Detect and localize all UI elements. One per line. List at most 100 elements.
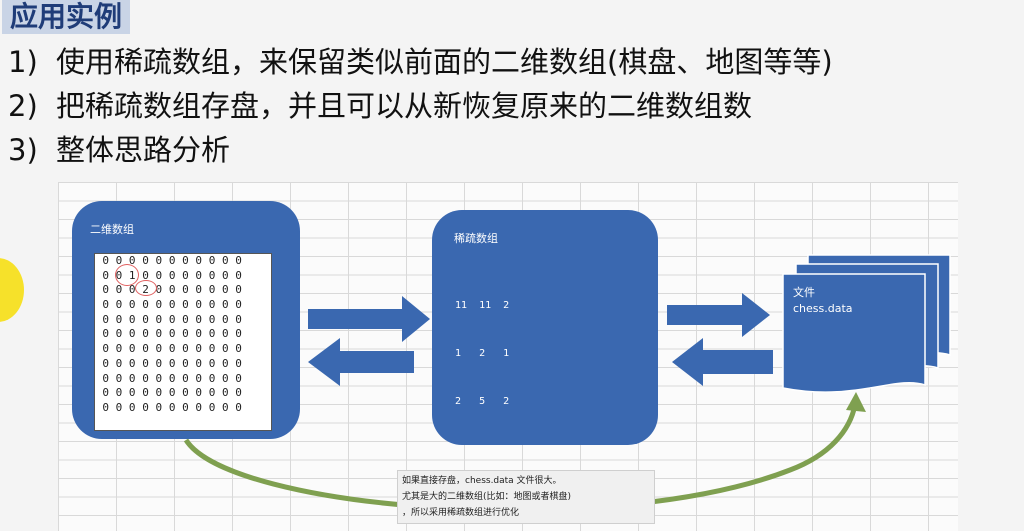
matrix-cell: 0 (102, 386, 109, 400)
matrix-cell: 0 (102, 371, 109, 385)
matrix-cell: 0 (168, 254, 176, 267)
matrix-cell: 0 (115, 400, 123, 414)
matrix-cell: 0 (155, 371, 163, 385)
matrix-cell: 0 (235, 254, 242, 267)
matrix-cell: 0 (182, 254, 189, 267)
matrix-cell: 0 (195, 386, 203, 400)
matrix-cell: 0 (168, 386, 176, 400)
matrix-cell: 0 (222, 371, 229, 385)
matrix-cell: 0 (208, 327, 216, 341)
matrix-cell: 0 (195, 400, 203, 414)
matrix-cell: 0 (142, 312, 149, 326)
list-item-3: 3) 整体思路分析 (8, 132, 230, 168)
matrix-cell: 0 (235, 283, 242, 297)
note-box: 如果直接存盘，chess.data 文件很大。 尤其是大的二维数组(比如：地图或… (397, 470, 655, 524)
matrix-cell: 0 (182, 312, 189, 326)
matrix-cell: 0 (128, 386, 136, 400)
matrix-cell: 0 (182, 327, 189, 341)
page-title: 应用实例 (2, 0, 131, 34)
matrix-cell: 0 (155, 327, 163, 341)
matrix-cell: 0 (208, 268, 216, 282)
matrix-cell: 0 (182, 342, 189, 356)
matrix-cell: 0 (222, 386, 229, 400)
matrix-cell: 0 (102, 312, 109, 326)
matrix-cell: 0 (155, 342, 163, 356)
matrix-cell: 0 (182, 298, 189, 312)
matrix-cell: 0 (195, 342, 203, 356)
matrix-cell: 0 (182, 268, 189, 282)
matrix-cell: 0 (128, 327, 136, 341)
matrix-cell: 0 (235, 356, 242, 370)
matrix-cell: 0 (222, 356, 229, 370)
matrix-cell: 0 (195, 327, 203, 341)
matrix-cell: 0 (102, 356, 109, 370)
arrow-left-2 (672, 338, 773, 386)
matrix-cell: 0 (155, 386, 163, 400)
matrix-cell: 0 (195, 356, 203, 370)
item-number: 2) (8, 89, 38, 123)
note-line: 尤其是大的二维数组(比如：地图或者棋盘) (402, 492, 572, 502)
sparse-row: 2 5 2 (455, 396, 510, 407)
matrix-cell: 0 (155, 268, 163, 282)
matrix-cell: 0 (102, 400, 109, 414)
matrix-cell: 0 (142, 327, 149, 341)
matrix-cell: 0 (102, 268, 109, 282)
file-label: 文件 (793, 286, 815, 299)
matrix-cell: 0 (168, 283, 176, 297)
matrix-cell: 0 (195, 371, 203, 385)
matrix-cell: 0 (128, 371, 136, 385)
sparse-array-values: 11 11 2 1 2 1 2 5 2 (455, 266, 509, 442)
matrix-cell: 0 (208, 342, 216, 356)
matrix-cell: 0 (155, 254, 163, 267)
matrix-cell: 0 (195, 268, 203, 282)
matrix-cell: 0 (168, 342, 176, 356)
matrix-cell: 0 (115, 342, 123, 356)
file-label-block: 文件 chess.data (793, 285, 853, 317)
matrix-cell: 0 (128, 298, 136, 312)
matrix-cell: 0 (142, 268, 149, 282)
matrix-cell: 0 (208, 371, 216, 385)
item-number: 3) (8, 133, 38, 167)
sparse-row: 11 11 2 (455, 300, 510, 311)
list-item-1: 1) 使用稀疏数组，来保留类似前面的二维数组(棋盘、地图等等) (8, 44, 833, 80)
matrix-cell: 0 (155, 298, 163, 312)
matrix-cell: 0 (222, 254, 229, 267)
matrix-cell: 0 (195, 312, 203, 326)
matrix-cell: 0 (208, 283, 216, 297)
matrix-cell: 0 (222, 342, 229, 356)
doc-sheet-1 (782, 273, 926, 393)
matrix-cell: 0 (115, 312, 123, 326)
matrix-cell: 0 (102, 283, 109, 297)
matrix-cell: 0 (128, 342, 136, 356)
matrix-cell: 0 (222, 268, 229, 282)
matrix-cell: 0 (142, 400, 149, 414)
matrix-cell: 0 (208, 298, 216, 312)
matrix-cell: 0 (142, 356, 149, 370)
matrix-cell: 0 (115, 371, 123, 385)
item-text: 整体思路分析 (56, 133, 231, 167)
matrix-cell: 0 (235, 400, 242, 414)
matrix-cell: 0 (155, 312, 163, 326)
item-text: 使用稀疏数组，来保留类似前面的二维数组(棋盘、地图等等) (56, 45, 833, 79)
matrix-cell: 0 (102, 254, 109, 267)
matrix-cell: 0 (155, 356, 163, 370)
matrix-cell: 0 (128, 400, 136, 414)
curve-arrowhead (846, 392, 866, 412)
matrix-cell: 0 (142, 298, 149, 312)
matrix-cell: 0 (235, 312, 242, 326)
matrix-cell: 0 (222, 312, 229, 326)
matrix-cell: 0 (168, 356, 176, 370)
file-name: chess.data (793, 302, 853, 315)
matrix-cell: 0 (182, 386, 189, 400)
matrix-cell: 0 (195, 298, 203, 312)
matrix-cell: 0 (182, 371, 189, 385)
matrix-cell: 0 (208, 254, 216, 267)
matrix-cell: 0 (208, 312, 216, 326)
matrix-cell: 0 (235, 386, 242, 400)
item-number: 1) (8, 45, 38, 79)
